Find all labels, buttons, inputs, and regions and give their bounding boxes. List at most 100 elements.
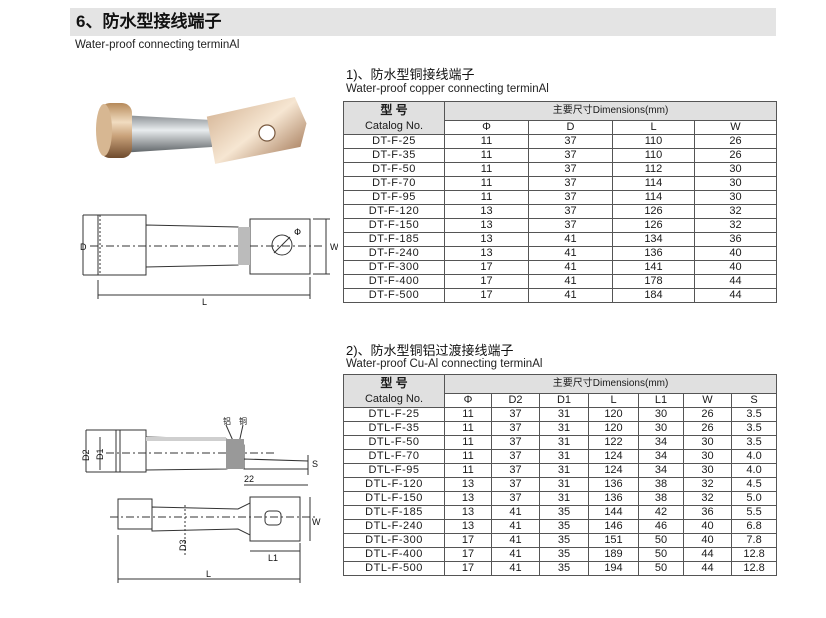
dimension-cell: 40	[683, 533, 732, 548]
catalog-header-en: Catalog No.	[364, 393, 424, 405]
dimension-cell: 40	[694, 260, 777, 275]
dimension-cell: 11	[444, 176, 529, 191]
column-header: W	[683, 392, 732, 409]
dimension-cell: 41	[491, 519, 540, 534]
dimension-cell: 37	[528, 218, 613, 233]
copper-terminal-photo	[96, 97, 307, 164]
catalog-header: 型 号 Catalog No.	[343, 374, 445, 408]
dimension-cell: 37	[528, 204, 613, 219]
dimension-cell: 30	[683, 449, 732, 464]
cu-al-terminal-table: 型 号 Catalog No. 主要尺寸Dimensions(mm) Φ D2 …	[343, 374, 778, 576]
dimension-cell: 13	[444, 491, 492, 506]
dimension-cell: 37	[528, 190, 613, 205]
dimension-cell: 126	[612, 218, 695, 233]
copper-terminal-table: 型 号 Catalog No. 主要尺寸Dimensions(mm) Φ D L…	[343, 101, 777, 303]
label-phi: Φ	[294, 228, 301, 238]
dimension-cell: 32	[683, 491, 732, 506]
column-header: Φ	[444, 119, 529, 136]
dimension-cell: 41	[528, 288, 613, 303]
dimension-cell: 4.0	[730, 463, 778, 478]
catalog-number-cell: DTL-F-70	[343, 449, 445, 464]
column-header-row: Φ D L W	[344, 119, 777, 136]
column-header: L1	[638, 392, 684, 409]
dimension-cell: 38	[638, 491, 684, 506]
catalog-number-cell: DT-F-120	[343, 204, 445, 219]
dimension-cell: 37	[491, 421, 540, 436]
column-header-row: Φ D2 D1 L L1 W S	[344, 392, 778, 409]
dimension-cell: 34	[638, 435, 684, 450]
catalog-number-cell: DTL-F-25	[343, 407, 445, 422]
catalog-number-cell: DT-F-300	[343, 260, 445, 275]
dimension-cell: 31	[539, 407, 589, 422]
dimension-cell: 30	[638, 421, 684, 436]
dimension-cell: 3.5	[730, 421, 778, 436]
dimension-cell: 31	[539, 463, 589, 478]
dimension-cell: 189	[588, 547, 639, 562]
dimension-cell: 41	[491, 561, 540, 576]
dimension-cell: 50	[638, 533, 684, 548]
dimension-cell: 32	[694, 204, 777, 219]
dimension-cell: 5.5	[730, 505, 778, 520]
label-cu: 铜	[239, 416, 247, 426]
dimension-cell: 124	[588, 449, 639, 464]
label-w: W	[312, 517, 321, 527]
dimension-cell: 5.0	[730, 491, 778, 506]
dimension-cell: 38	[638, 477, 684, 492]
dimension-cell: 178	[612, 274, 695, 289]
dimension-cell: 44	[694, 274, 777, 289]
label-d1: D1	[95, 448, 105, 460]
column-header: D1	[539, 392, 589, 409]
dimension-cell: 37	[528, 162, 613, 177]
dimension-cell: 13	[444, 519, 492, 534]
dimension-cell: 35	[539, 533, 589, 548]
dimension-cell: 13	[444, 246, 529, 261]
column-header: D2	[491, 392, 540, 409]
catalog-number-cell: DTL-F-300	[343, 533, 445, 548]
label-22: 22	[244, 474, 254, 484]
dimension-cell: 11	[444, 421, 492, 436]
dimension-cell: 50	[638, 561, 684, 576]
section2-subtitle: Water-proof Cu-Al connecting terminAl	[346, 358, 543, 370]
dimension-cell: 136	[588, 491, 639, 506]
dimension-cell: 42	[638, 505, 684, 520]
dimension-cell: 35	[539, 519, 589, 534]
label-d2: D2	[81, 449, 91, 461]
dimension-cell: 32	[694, 218, 777, 233]
dimension-cell: 31	[539, 421, 589, 436]
catalog-number-cell: DT-F-400	[343, 274, 445, 289]
dimension-cell: 26	[683, 421, 732, 436]
dimension-cell: 37	[528, 176, 613, 191]
column-header: Φ	[444, 392, 492, 409]
dimension-cell: 7.8	[730, 533, 778, 548]
dimension-cell: 4.0	[730, 449, 778, 464]
dimension-cell: 44	[683, 547, 732, 562]
catalog-header-zh: 型 号	[380, 376, 408, 390]
dimension-cell: 35	[539, 505, 589, 520]
dimension-cell: 114	[612, 190, 695, 205]
column-header: L	[612, 119, 695, 136]
column-header: S	[730, 392, 778, 409]
label-l: L	[206, 569, 211, 579]
dimension-cell: 30	[683, 463, 732, 478]
dimension-cell: 136	[612, 246, 695, 261]
catalog-number-cell: DTL-F-50	[343, 435, 445, 450]
dimension-cell: 37	[491, 407, 540, 422]
dimension-cell: 120	[588, 407, 639, 422]
catalog-number-cell: DTL-F-120	[343, 477, 445, 492]
dimension-cell: 35	[539, 547, 589, 562]
dimension-cell: 11	[444, 435, 492, 450]
